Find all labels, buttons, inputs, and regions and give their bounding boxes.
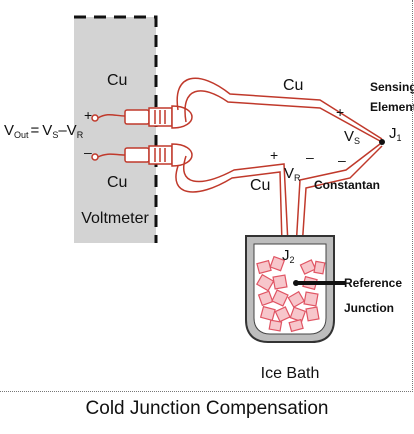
reference-label-line2: Junction	[344, 301, 394, 315]
ice-cubes	[255, 255, 326, 333]
ice-bath	[245, 235, 345, 343]
wires	[175, 77, 383, 249]
voltmeter-label: Voltmeter	[81, 210, 149, 227]
cu-label-bottom-left: Cu	[107, 174, 127, 191]
voltmeter-dashed-border	[74, 15, 158, 243]
j1-label: J1	[389, 125, 402, 143]
cu-label-bottom-wire: Cu	[250, 177, 270, 194]
minus-vs: –	[338, 152, 346, 168]
thermocouple-diagram: Voltmeter VOut=VS–VR Cu Cu + –	[4, 15, 414, 382]
ice-bath-label: Ice Bath	[261, 365, 320, 382]
vout-equation: VOut=VS–VR	[4, 122, 84, 140]
figure-caption: Cold Junction Compensation	[85, 398, 329, 419]
figure-frame	[0, 0, 413, 392]
voltmeter-box	[74, 17, 156, 243]
terminal-top	[91, 105, 193, 129]
plus-left: +	[84, 107, 92, 123]
svg-text:VOut=VS–VR: VOut=VS–VR	[4, 122, 84, 140]
vs-label: VS	[344, 128, 360, 146]
constantan-label: Constantan	[314, 178, 380, 192]
plus-vr: +	[270, 147, 278, 163]
vr-label: VR	[284, 165, 301, 183]
minus-left: –	[84, 144, 92, 160]
cu-label-top-wire: Cu	[283, 77, 303, 94]
terminal-bottom	[91, 143, 193, 167]
minus-vr: –	[306, 149, 314, 165]
reference-label-line1: Reference	[344, 276, 402, 290]
sensing-label-line1: Sensing	[370, 80, 414, 94]
sensing-label-line2: Element	[370, 100, 414, 114]
cu-label-top-left: Cu	[107, 72, 127, 89]
j2-label: J2	[282, 247, 295, 265]
plus-vs: +	[336, 104, 344, 120]
sensing-junction-dot	[379, 139, 385, 145]
